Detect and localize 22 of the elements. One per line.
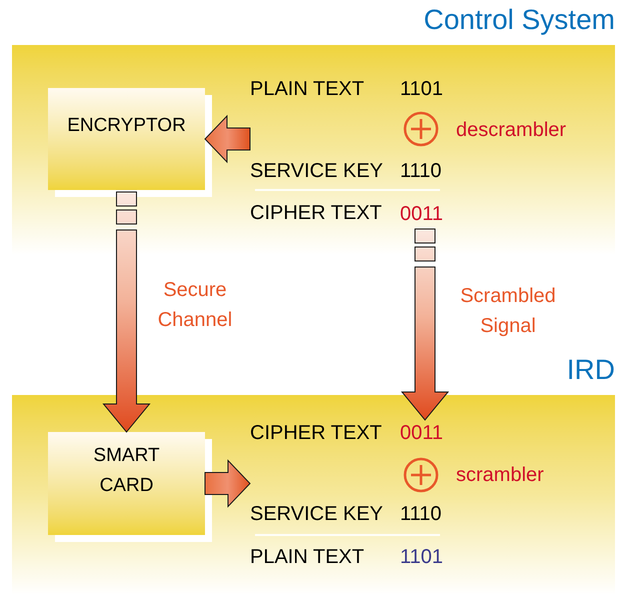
row-label: SERVICE KEY <box>250 158 390 184</box>
row-label: PLAIN TEXT <box>250 77 364 102</box>
bit-value: 1101 <box>400 77 444 102</box>
block-arrow <box>400 228 450 421</box>
row-label: SERVICE KEY <box>250 501 390 527</box>
row-label: CIPHER TEXT <box>250 421 382 446</box>
block-arrow <box>204 459 251 508</box>
bit-value: 1101 <box>400 545 444 570</box>
component-box: ENCRYPTOR <box>48 88 205 190</box>
section-title: Control System <box>424 3 615 37</box>
block-arrow <box>102 192 151 433</box>
section-title: IRD <box>566 353 615 387</box>
bit-value: 0011 <box>400 420 450 446</box>
row-label: PLAIN TEXT <box>250 545 364 570</box>
bit-value: 1110 <box>400 159 442 184</box>
bit-value: 1110 <box>400 502 442 527</box>
block-arrow <box>204 114 250 164</box>
operation-label: descrambler <box>456 118 566 143</box>
row-label: CIPHER TEXT <box>250 201 382 226</box>
component-box: SMART CARD <box>48 432 205 535</box>
bit-value: 0011 <box>400 201 450 227</box>
operation-label: scrambler <box>456 463 544 488</box>
